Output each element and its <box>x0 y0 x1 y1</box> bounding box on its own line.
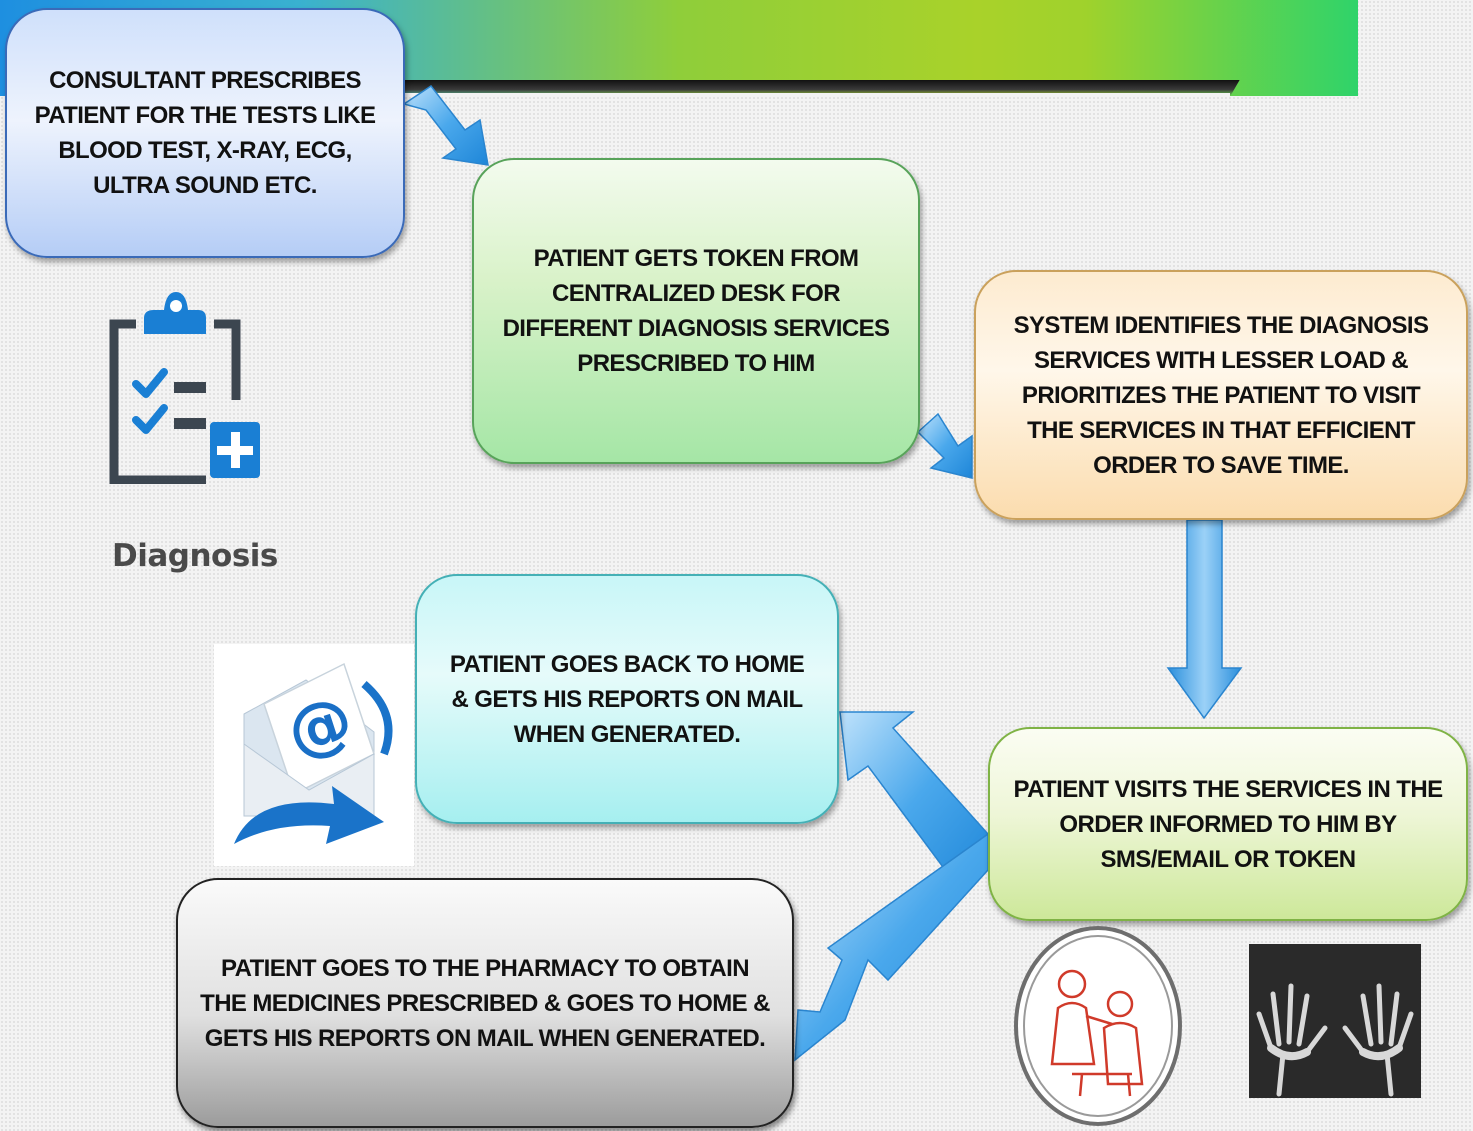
box-home-text: PATIENT GOES BACK TO HOME & GETS HIS REP… <box>449 650 805 748</box>
banner-edge <box>400 93 1230 96</box>
arrow-visit-to-pharmacy <box>794 832 989 1062</box>
box-token-text: PATIENT GETS TOKEN FROM CENTRALIZED DESK… <box>502 245 890 377</box>
box-consultant-prescribes: CONSULTANT PRESCRIBES PATIENT FOR THE TE… <box>5 8 405 258</box>
diagnosis-label: Diagnosis <box>112 538 278 574</box>
diagnosis-clipboard-icon <box>109 292 260 484</box>
box-system-identifies: SYSTEM IDENTIFIES THE DIAGNOSIS SERVICES… <box>974 270 1468 520</box>
box-patient-pharmacy: PATIENT GOES TO THE PHARMACY TO OBTAIN T… <box>176 878 794 1128</box>
arrow-system-to-visit <box>1166 519 1243 720</box>
box-visit-text: PATIENT VISITS THE SERVICES IN THE ORDER… <box>1013 775 1443 873</box>
hand-xray-image <box>1249 944 1421 1098</box>
doctor-patient-icon <box>1014 926 1182 1126</box>
box-system-text: SYSTEM IDENTIFIES THE DIAGNOSIS SERVICES… <box>1013 311 1429 479</box>
arrow-consultant-to-token <box>402 84 489 166</box>
arrow-visit-to-home <box>839 711 989 892</box>
box-patient-visits: PATIENT VISITS THE SERVICES IN THE ORDER… <box>988 727 1468 921</box>
box-patient-gets-token: PATIENT GETS TOKEN FROM CENTRALIZED DESK… <box>472 158 920 464</box>
box-pharmacy-text: PATIENT GOES TO THE PHARMACY TO OBTAIN T… <box>200 954 770 1052</box>
box-patient-goes-home: PATIENT GOES BACK TO HOME & GETS HIS REP… <box>415 574 839 824</box>
arrow-token-to-system <box>916 412 973 479</box>
email-icon: @ <box>214 644 414 866</box>
box-consultant-text: CONSULTANT PRESCRIBES PATIENT FOR THE TE… <box>34 67 376 199</box>
